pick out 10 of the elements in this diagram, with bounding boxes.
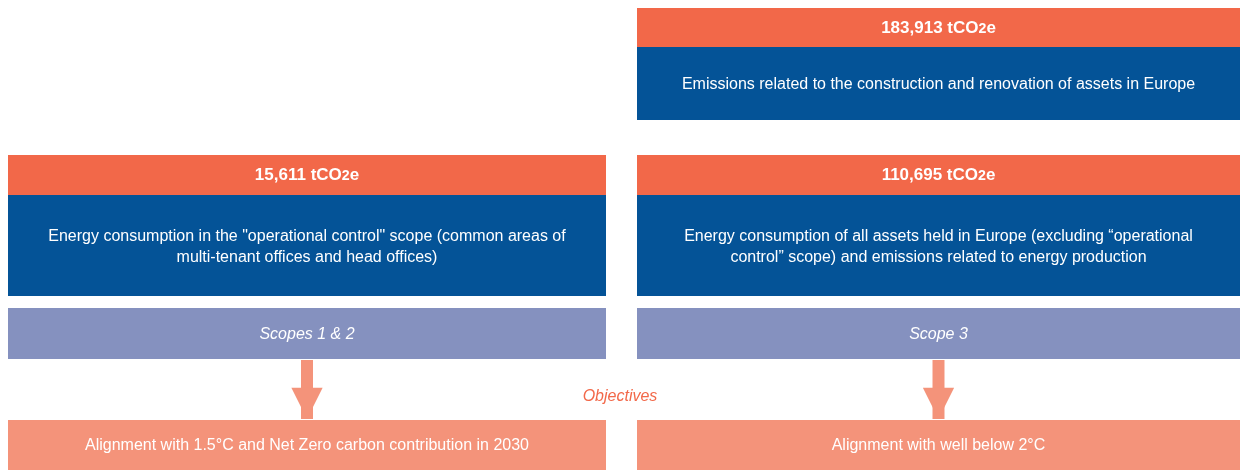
- arrow: [291, 360, 323, 419]
- section-label: Objectives: [581, 387, 659, 405]
- objective-box: Alignment with well below 2°C: [637, 420, 1240, 470]
- description-panel: Energy consumption of all assets held in Europe (excluding “operational control” scope) and emissions related to energy production: [637, 195, 1240, 296]
- scope-bar: Scopes 1 & 2: [8, 308, 606, 359]
- description-panel: Energy consumption in the "operational control" scope (common areas of multi-tenant offices and head offices): [8, 195, 606, 296]
- arrow: [922, 360, 955, 419]
- objective-box: Alignment with 1.5°C and Net Zero carbon contribution in 2030: [8, 420, 606, 470]
- scope-bar: Scope 3: [637, 308, 1240, 359]
- description-panel: Emissions related to the construction and renovation of assets in Europe: [637, 47, 1240, 120]
